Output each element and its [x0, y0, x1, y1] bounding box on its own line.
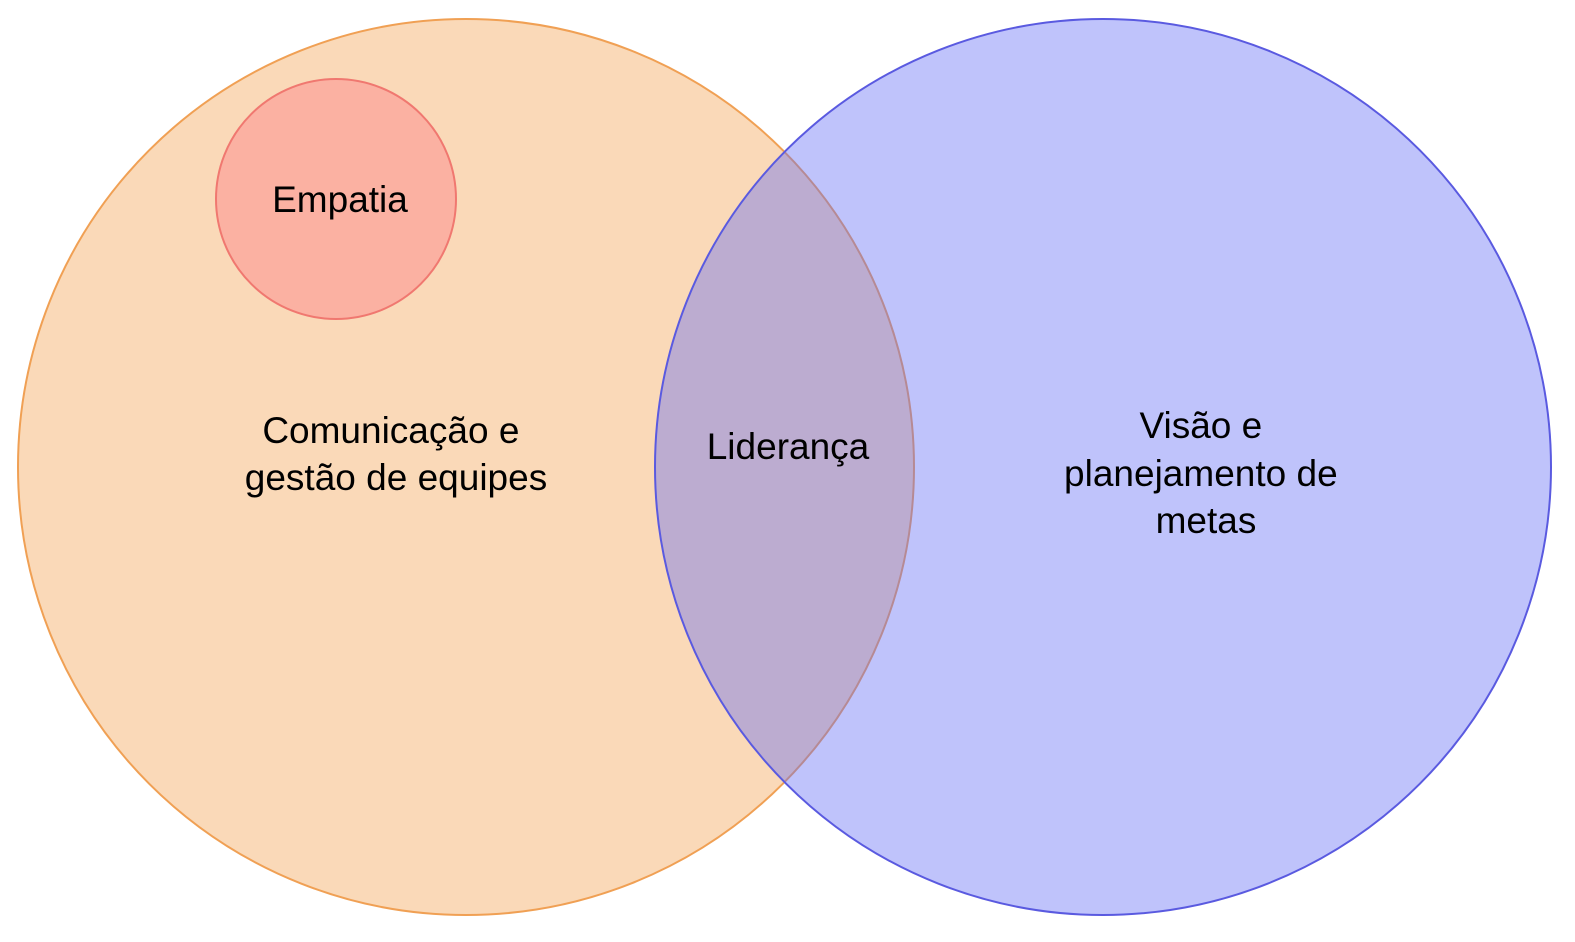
empatia-label: Empatia	[272, 179, 408, 220]
empatia-circle	[215, 78, 457, 320]
right-set-circle	[654, 18, 1552, 916]
left-set-label: Comunicação e gestão de equipes	[245, 410, 547, 498]
right-set-label: Visão e planejamento de metas	[1064, 405, 1348, 541]
intersection-label: Liderança	[707, 426, 870, 467]
